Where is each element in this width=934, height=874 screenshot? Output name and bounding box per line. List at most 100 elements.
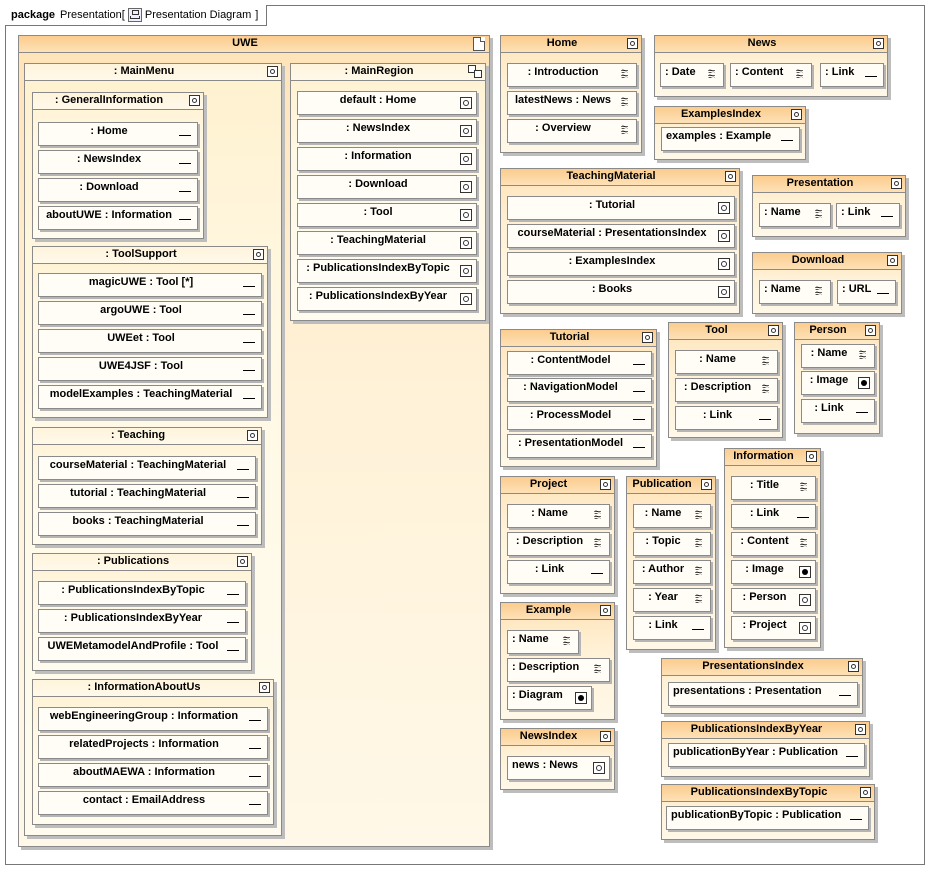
row-label: : Link: [702, 409, 733, 421]
tutorial-row-navigation-model[interactable]: : NavigationModel: [507, 378, 652, 402]
row-label: : ContentModel: [530, 354, 611, 366]
row-label: : Person: [742, 591, 787, 603]
info-row-image[interactable]: : Image: [731, 560, 816, 584]
tm-row-tutorial[interactable]: : Tutorial: [507, 196, 735, 220]
row-uweet[interactable]: UWEet : Tool: [38, 329, 262, 353]
row-web-engineering-group[interactable]: webEngineeringGroup : Information: [38, 707, 268, 731]
news-row-link[interactable]: : Link: [820, 63, 884, 87]
tutorial-header: Tutorial: [501, 330, 656, 347]
pub-index-by-topic-header: PublicationsIndexByTopic: [662, 785, 874, 802]
tm-row-examplesindex[interactable]: : ExamplesIndex: [507, 252, 735, 276]
region-row-information[interactable]: : Information: [297, 147, 477, 171]
frame-package-name: Presentation: [60, 9, 122, 21]
row-pub-by-topic[interactable]: : PublicationsIndexByTopic: [38, 581, 246, 605]
row-model-examples[interactable]: modelExamples : TeachingMaterial: [38, 385, 262, 409]
info-row-content[interactable]: : Content≈≈: [731, 532, 816, 556]
row-label: : Year: [648, 591, 678, 603]
example-row-name[interactable]: : Name≈≈: [507, 630, 579, 654]
tutorial-row-presentation-model[interactable]: : PresentationModel: [507, 434, 652, 458]
home-row-introduction[interactable]: : Introduction≈≈: [507, 63, 637, 87]
region-row-download[interactable]: : Download: [297, 175, 477, 199]
presentation-row-name[interactable]: : Name≈≈: [759, 203, 831, 227]
row-download[interactable]: : Download: [38, 178, 198, 202]
example-row-diagram[interactable]: : Diagram: [507, 686, 592, 710]
region-row-pub-by-topic[interactable]: : PublicationsIndexByTopic: [297, 259, 477, 283]
tm-row-course-material[interactable]: courseMaterial : PresentationsIndex: [507, 224, 735, 248]
publication-row-topic[interactable]: : Topic≈≈: [633, 532, 711, 556]
region-row-tool[interactable]: : Tool: [297, 203, 477, 227]
row-books[interactable]: books : TeachingMaterial: [38, 512, 256, 536]
home-row-latest-news[interactable]: latestNews : News≈≈: [507, 91, 637, 115]
presentation-row-link[interactable]: : Link: [836, 203, 900, 227]
teaching-header: : Teaching: [33, 428, 261, 445]
home-row-overview[interactable]: : Overview≈≈: [507, 119, 637, 143]
person-row-link[interactable]: : Link: [801, 399, 875, 423]
text-icon: [249, 776, 261, 777]
row-contact[interactable]: contact : EmailAddress: [38, 791, 268, 815]
row-label: : PublicationsIndexByYear: [308, 290, 448, 302]
pit-row-publication-by-topic[interactable]: publicationByTopic : Publication: [666, 806, 869, 830]
row-uwe4jsf[interactable]: UWE4JSF : Tool: [38, 357, 262, 381]
person-row-image[interactable]: : Image: [801, 371, 875, 395]
row-label: : Name: [699, 353, 736, 365]
row-magicuwe[interactable]: magicUWE : Tool [*]: [38, 273, 262, 297]
piy-row-publication-by-year[interactable]: publicationByYear : Publication: [668, 743, 865, 767]
presentation-group-icon: [600, 479, 611, 490]
text-input-icon: ≈≈: [810, 285, 826, 299]
info-row-person[interactable]: : Person: [731, 588, 816, 612]
examplesindex-row-examples[interactable]: examples : Example: [661, 127, 800, 151]
region-row-teaching-material[interactable]: : TeachingMaterial: [297, 231, 477, 255]
person-row-name[interactable]: : Name≈≈: [801, 344, 875, 368]
text-input-icon: ≈≈: [757, 383, 773, 397]
tm-row-books[interactable]: : Books: [507, 280, 735, 304]
news-row-content[interactable]: : Content≈≈: [730, 63, 812, 87]
information-about-us-header: : InformationAboutUs: [33, 680, 273, 697]
news-row-date[interactable]: : Date≈≈: [660, 63, 724, 87]
publications-header: : Publications: [33, 554, 251, 571]
project-row-name[interactable]: : Name≈≈: [507, 504, 610, 528]
row-about-maewa[interactable]: aboutMAEWA : Information: [38, 763, 268, 787]
row-tutorial[interactable]: tutorial : TeachingMaterial: [38, 484, 256, 508]
row-label: : Name: [531, 507, 568, 519]
row-newsindex[interactable]: : NewsIndex: [38, 150, 198, 174]
row-about-uwe[interactable]: aboutUWE : Information: [38, 206, 198, 230]
text-icon: [633, 391, 645, 392]
row-home[interactable]: : Home: [38, 122, 198, 146]
region-row-default-home[interactable]: default : Home: [297, 91, 477, 115]
publication-row-name[interactable]: : Name≈≈: [633, 504, 711, 528]
pi-row-presentations[interactable]: presentations : Presentation: [668, 682, 858, 706]
publication-row-year[interactable]: : Year≈≈: [633, 588, 711, 612]
region-row-pub-by-year[interactable]: : PublicationsIndexByYear: [297, 287, 477, 311]
download-row-name[interactable]: : Name≈≈: [759, 280, 831, 304]
text-input-icon: ≈≈: [690, 509, 706, 523]
publication-header: Publication: [627, 477, 715, 494]
news-header: News: [655, 36, 887, 53]
presentation-group-icon: [189, 95, 200, 106]
info-row-project[interactable]: : Project: [731, 616, 816, 640]
info-row-title[interactable]: : Title≈≈: [731, 476, 816, 500]
teachingmaterial-header: TeachingMaterial: [501, 169, 739, 186]
row-label: : Download: [79, 181, 139, 193]
project-row-description[interactable]: : Description≈≈: [507, 532, 610, 556]
row-related-projects[interactable]: relatedProjects : Information: [38, 735, 268, 759]
project-row-link[interactable]: : Link: [507, 560, 610, 584]
publication-row-link[interactable]: : Link: [633, 616, 711, 640]
region-row-newsindex[interactable]: : NewsIndex: [297, 119, 477, 143]
tool-row-link[interactable]: : Link: [675, 406, 778, 430]
publication-row-author[interactable]: : Author≈≈: [633, 560, 711, 584]
download-row-url[interactable]: : URL: [837, 280, 896, 304]
anchor-icon: [718, 230, 730, 242]
ni-row-news[interactable]: news : News: [507, 756, 610, 780]
info-row-link[interactable]: : Link: [731, 504, 816, 528]
tutorial-row-process-model[interactable]: : ProcessModel: [507, 406, 652, 430]
row-argouwe[interactable]: argoUWE : Tool: [38, 301, 262, 325]
row-course-material[interactable]: courseMaterial : TeachingMaterial: [38, 456, 256, 480]
row-uwe-metamodel[interactable]: UWEMetamodelAndProfile : Tool: [38, 637, 246, 661]
text-icon: [856, 412, 868, 413]
tool-row-description[interactable]: : Description≈≈: [675, 378, 778, 402]
tutorial-row-content-model[interactable]: : ContentModel: [507, 351, 652, 375]
text-input-icon: ≈≈: [616, 124, 632, 138]
row-pub-by-year[interactable]: : PublicationsIndexByYear: [38, 609, 246, 633]
example-row-description[interactable]: : Description≈≈: [507, 658, 610, 682]
tool-row-name[interactable]: : Name≈≈: [675, 350, 778, 374]
